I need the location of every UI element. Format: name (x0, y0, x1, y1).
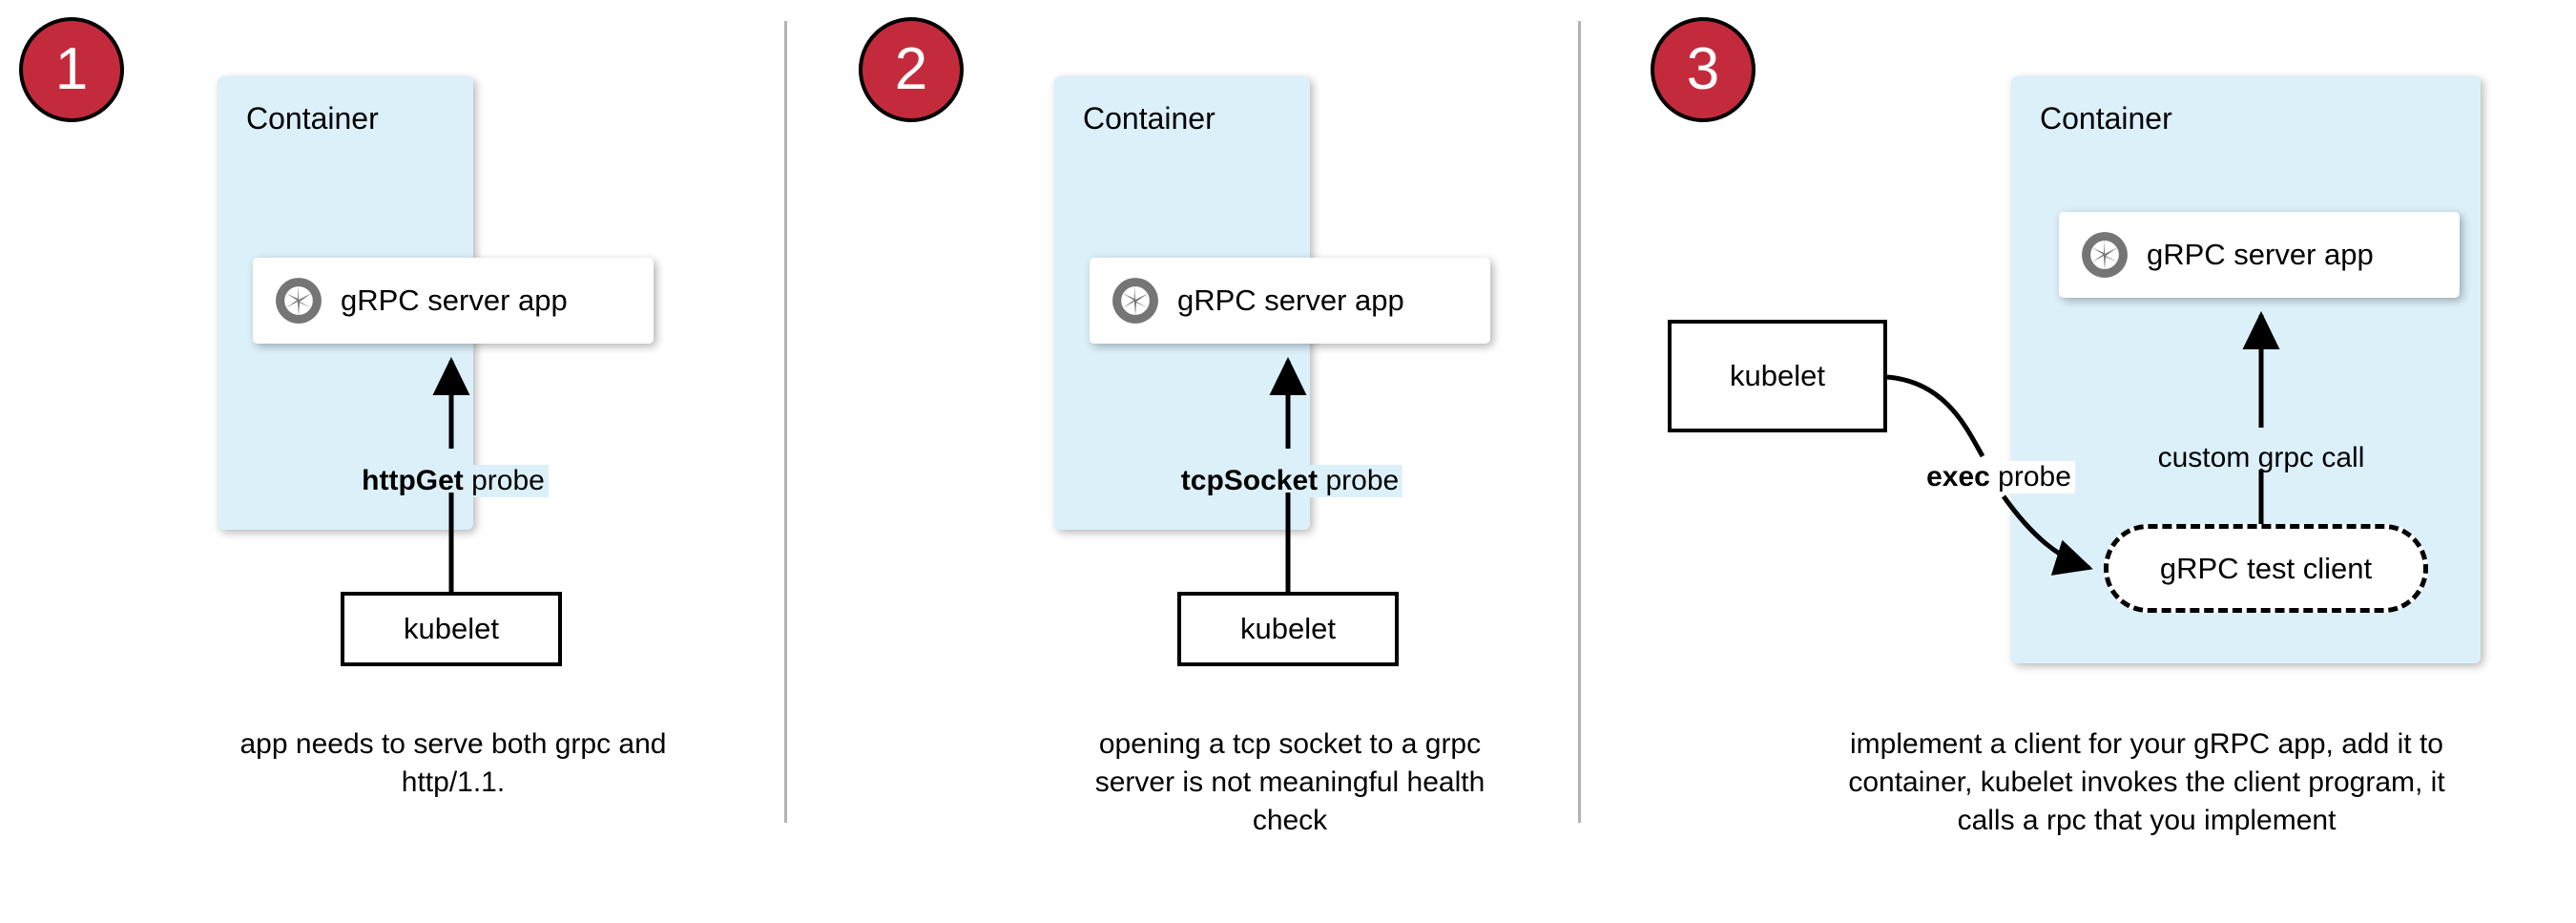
kubelet-box-2: kubelet (1177, 592, 1399, 666)
grpc-server-app-card-3: gRPC server app (2059, 212, 2460, 298)
grpc-server-app-label-2: gRPC server app (1177, 283, 1404, 317)
container-label-1: Container (246, 101, 379, 136)
probe-label-1-rest: probe (463, 465, 545, 496)
container-label-2: Container (1083, 101, 1215, 136)
probe-label-1: httpGet probe (358, 465, 549, 497)
probe-label-1-bold: httpGet (362, 465, 464, 496)
grpc-server-app-card-2: gRPC server app (1090, 258, 1490, 344)
step-badge-2-number: 2 (894, 36, 928, 102)
panel-caption-2: opening a tcp socket to a grpc server is… (1066, 725, 1514, 840)
probe-label-2-rest: probe (1318, 465, 1400, 496)
grpc-server-app-label-3: gRPC server app (2147, 238, 2374, 271)
step-badge-3-number: 3 (1686, 36, 1720, 102)
kubelet-label-2: kubelet (1240, 612, 1336, 645)
step-badge-3: 3 (1651, 17, 1755, 122)
panel-caption-1: app needs to serve both grpc and http/1.… (229, 725, 677, 802)
exec-probe-label: exec probe (1922, 461, 2075, 493)
container-label-3: Container (2040, 101, 2172, 136)
panel-caption-3: implement a client for your gRPC app, ad… (1832, 725, 2462, 840)
grpc-test-client-box: gRPC test client (2104, 524, 2428, 613)
step-badge-1: 1 (19, 17, 124, 122)
probe-label-2: tcpSocket probe (1176, 465, 1403, 497)
exec-probe-label-bold: exec (1926, 461, 1990, 493)
probe-label-2-bold: tcpSocket (1180, 465, 1319, 496)
grpc-server-app-label-1: gRPC server app (341, 283, 568, 317)
grpc-aperture-icon (276, 278, 322, 324)
custom-grpc-call-label: custom grpc call (2153, 442, 2369, 474)
step-badge-1-number: 1 (54, 36, 89, 102)
grpc-test-client-label: gRPC test client (2159, 551, 2373, 585)
kubelet-box-1: kubelet (341, 592, 562, 666)
kubelet-box-3: kubelet (1668, 320, 1887, 432)
exec-probe-label-rest: probe (1989, 461, 2071, 493)
panel-divider-1 (784, 21, 787, 823)
kubelet-label-3: kubelet (1730, 359, 1825, 392)
panel-caption-2-text: opening a tcp socket to a grpc server is… (1094, 728, 1485, 836)
panel-caption-1-text: app needs to serve both grpc and http/1.… (239, 728, 667, 798)
panel-caption-3-text: implement a client for your gRPC app, ad… (1848, 728, 2445, 836)
custom-grpc-call-text: custom grpc call (2157, 442, 2365, 473)
step-badge-2: 2 (859, 17, 964, 122)
grpc-aperture-icon (1112, 278, 1158, 324)
grpc-server-app-card-1: gRPC server app (253, 258, 654, 344)
panel-divider-2 (1578, 21, 1581, 823)
grpc-aperture-icon (2082, 232, 2128, 278)
kubelet-label-1: kubelet (404, 612, 499, 645)
